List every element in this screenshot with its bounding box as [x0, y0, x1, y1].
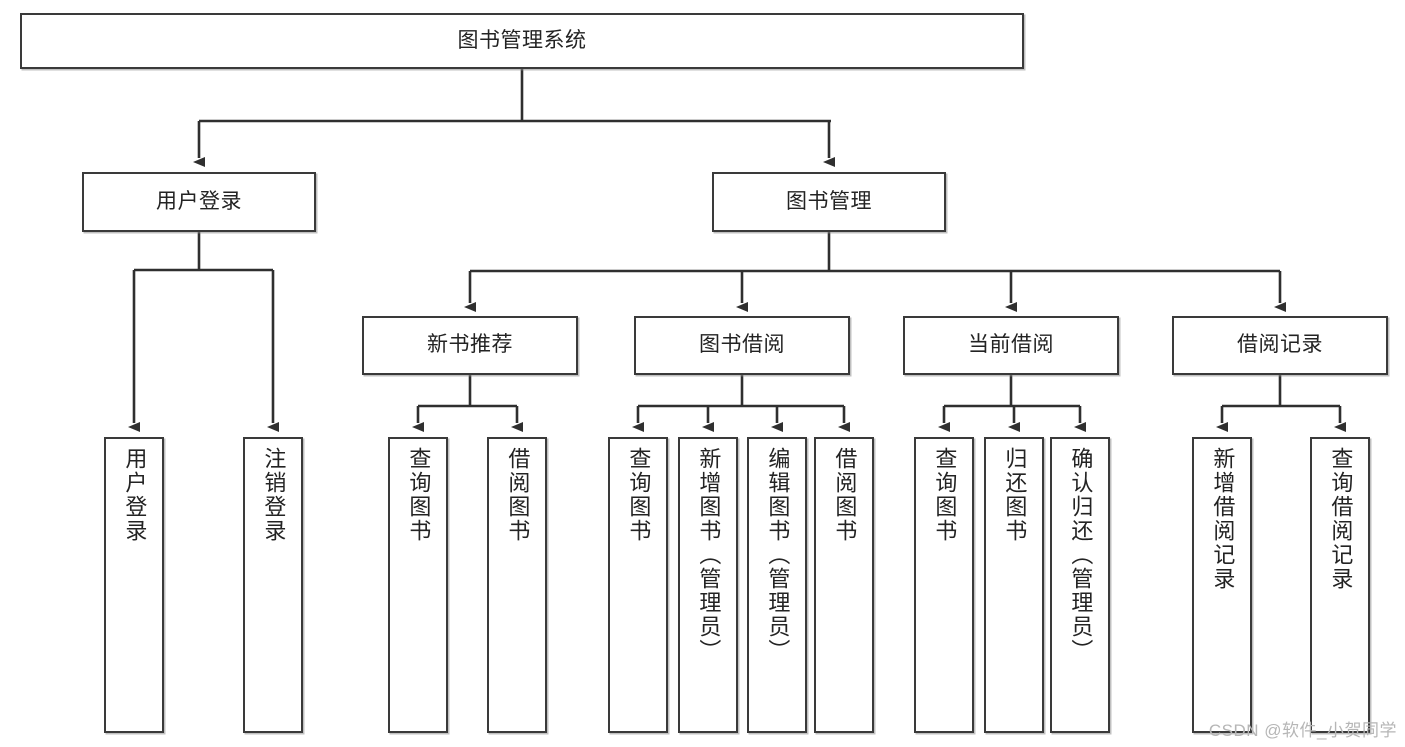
- leaf-node[interactable]: 查询图书: [914, 437, 974, 733]
- leaf-node-label: 查询借阅记录: [1328, 447, 1354, 591]
- node-user-login-label: 用户登录: [156, 189, 242, 213]
- leaf-node-label: 查询图书: [406, 447, 432, 543]
- node-book-borrow[interactable]: 图书借阅: [634, 316, 850, 375]
- node-current-borrow[interactable]: 当前借阅: [903, 316, 1119, 375]
- leaf-node-label: 查询图书: [932, 447, 958, 543]
- node-root-label: 图书管理系统: [457, 28, 587, 52]
- node-new-book-recommend-label: 新书推荐: [427, 333, 513, 357]
- leaf-node[interactable]: 编辑图书（管理员）: [747, 437, 807, 733]
- node-book-borrow-label: 图书借阅: [699, 333, 785, 357]
- node-root[interactable]: 图书管理系统: [20, 13, 1024, 69]
- leaf-node-label: 归还图书: [1002, 447, 1028, 543]
- leaf-node-label: 注销登录: [261, 447, 287, 543]
- leaf-node[interactable]: 借阅图书: [487, 437, 547, 733]
- node-book-management-label: 图书管理: [786, 189, 872, 213]
- leaf-node-label: 用户登录: [122, 447, 148, 543]
- leaf-node[interactable]: 确认归还（管理员）: [1050, 437, 1110, 733]
- leaf-node-label: 查询图书: [626, 447, 652, 543]
- leaf-node[interactable]: 新增借阅记录: [1192, 437, 1252, 733]
- leaf-node[interactable]: 用户登录: [104, 437, 164, 733]
- leaf-node-label: 新增图书（管理员）: [696, 447, 722, 663]
- leaf-node-label: 借阅图书: [832, 447, 858, 543]
- leaf-node[interactable]: 借阅图书: [814, 437, 874, 733]
- leaf-node[interactable]: 注销登录: [243, 437, 303, 733]
- leaf-node[interactable]: 查询图书: [388, 437, 448, 733]
- node-borrow-record[interactable]: 借阅记录: [1172, 316, 1388, 375]
- leaf-node-label: 确认归还（管理员）: [1068, 447, 1094, 663]
- leaf-node[interactable]: 查询借阅记录: [1310, 437, 1370, 733]
- node-current-borrow-label: 当前借阅: [968, 333, 1054, 357]
- node-borrow-record-label: 借阅记录: [1237, 333, 1323, 357]
- leaf-node[interactable]: 归还图书: [984, 437, 1044, 733]
- node-user-login[interactable]: 用户登录: [82, 172, 316, 232]
- leaf-node-label: 编辑图书（管理员）: [765, 447, 791, 663]
- leaf-node-label: 借阅图书: [505, 447, 531, 543]
- node-book-management[interactable]: 图书管理: [712, 172, 946, 232]
- leaf-node-label: 新增借阅记录: [1210, 447, 1236, 591]
- leaf-node[interactable]: 查询图书: [608, 437, 668, 733]
- leaf-node[interactable]: 新增图书（管理员）: [678, 437, 738, 733]
- node-new-book-recommend[interactable]: 新书推荐: [362, 316, 578, 375]
